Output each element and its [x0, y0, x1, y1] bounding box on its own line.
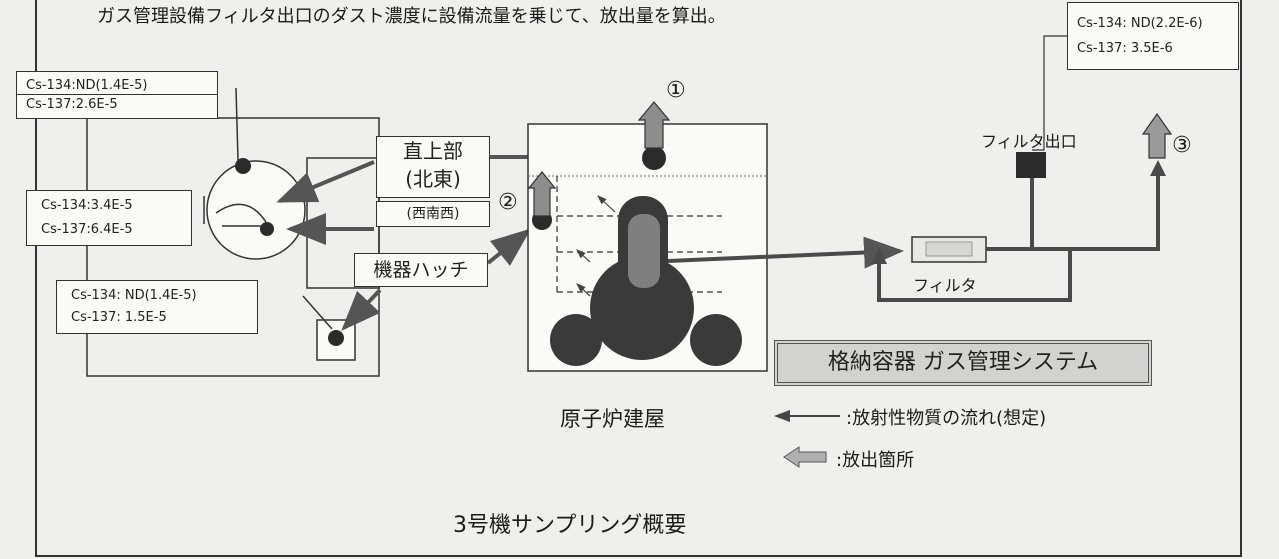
cs137-value: Cs-137:2.6E-5	[26, 97, 118, 112]
label-filter: フィルタ	[913, 276, 977, 295]
release-dot-1	[642, 146, 666, 170]
sample-box-top-left: Cs-134:ND(1.4E-5) Cs-137:2.6E-5	[16, 71, 218, 119]
release-arrow-2	[527, 171, 557, 217]
cs137-value: Cs-137: 3.5E-6	[1077, 41, 1173, 56]
cs137-value: Cs-137:6.4E-5	[41, 222, 133, 237]
cs134-value: Cs-134: ND(2.2E-6)	[1077, 16, 1203, 31]
label-upper-part-line2: (北東)	[405, 167, 461, 191]
header-text: ガス管理設備フィルタ出口のダスト濃度に設備流量を乗じて、放出量を算出。	[97, 6, 726, 27]
filter-outlet-sampler	[1016, 152, 1046, 178]
cs134-value: Cs-134:3.4E-5	[41, 198, 133, 213]
legend-release-arrow	[783, 446, 827, 468]
diagram-frame	[35, 0, 1242, 557]
sample-box-mid-left: Cs-134:3.4E-5 Cs-137:6.4E-5	[26, 190, 192, 246]
sample-box-filter-outlet: Cs-134: ND(2.2E-6) Cs-137: 3.5E-6	[1067, 2, 1239, 70]
diagram-caption: 3号機サンプリング概要	[453, 513, 687, 538]
cs137-value: Cs-137: 1.5E-5	[71, 310, 167, 325]
legend-flow-text: :放射性物質の流れ(想定)	[846, 408, 1047, 429]
marker-2: ②	[498, 190, 518, 215]
release-arrow-1	[637, 101, 671, 149]
reactor-building-label: 原子炉建屋	[560, 407, 665, 431]
cs134-value: Cs-134:ND(1.4E-5)	[26, 78, 148, 93]
release-arrow-3	[1141, 112, 1173, 159]
label-wsw: (西南西)	[376, 201, 490, 227]
cs134-value: Cs-134: ND(1.4E-5)	[71, 288, 197, 303]
legend-release-text: :放出箇所	[836, 450, 915, 471]
gas-management-system-box: 格納容器 ガス管理システム	[774, 340, 1152, 386]
label-upper-part: 直上部 (北東)	[376, 136, 490, 198]
marker-3: ③	[1172, 133, 1192, 158]
sample-box-bottom-left: Cs-134: ND(1.4E-5) Cs-137: 1.5E-5	[56, 280, 258, 334]
label-filter-outlet: フィルタ出口	[981, 132, 1077, 151]
sample-dot-bottom-left	[328, 330, 344, 346]
sample-dot-top-left	[235, 158, 251, 174]
label-equipment-hatch: 機器ハッチ	[354, 253, 488, 287]
marker-1: ①	[666, 78, 686, 103]
label-upper-part-line1: 直上部	[403, 139, 463, 163]
sample-dot-mid-left	[260, 222, 274, 236]
